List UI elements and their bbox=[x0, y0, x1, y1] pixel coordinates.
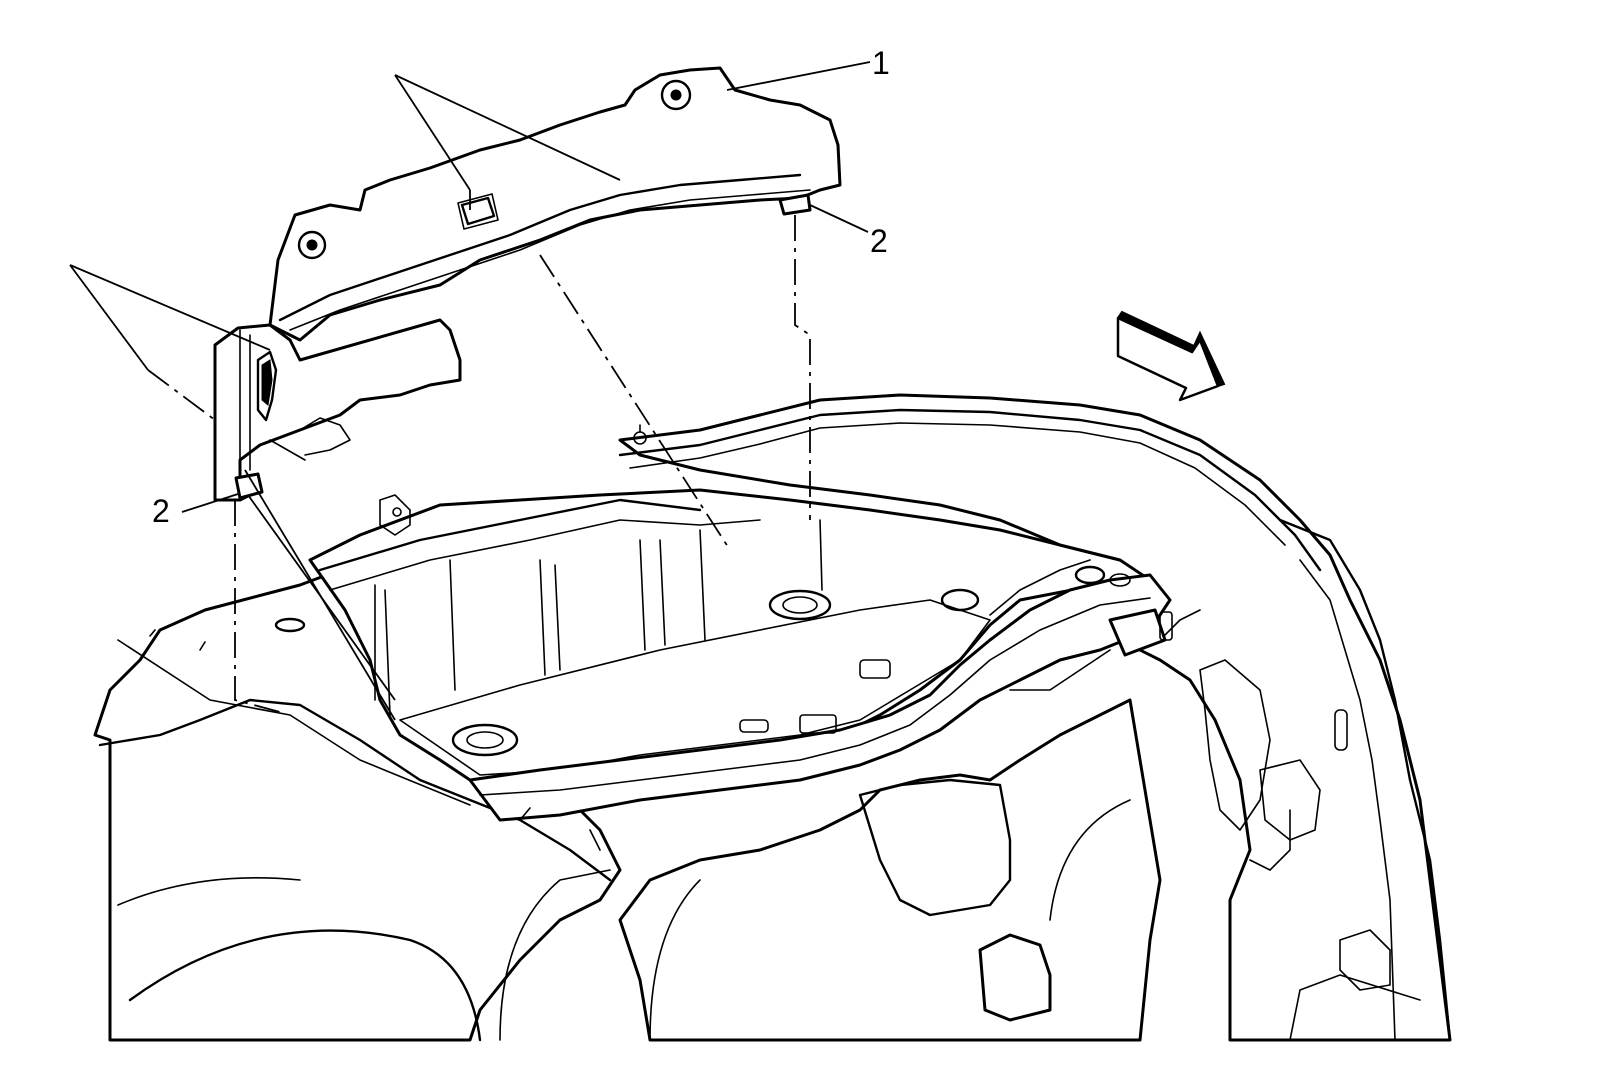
callout-label-1: 1 bbox=[872, 45, 890, 81]
assembly-center-lines bbox=[69, 74, 811, 721]
callout-leaders bbox=[181, 61, 871, 513]
rear-shelf-panel-part-1 bbox=[213, 66, 842, 502]
forward-arrow-icon bbox=[1116, 310, 1226, 402]
vehicle-body bbox=[93, 393, 1452, 1042]
callout-label-2-left: 2 bbox=[152, 493, 170, 529]
callout-label-2-right: 2 bbox=[870, 223, 888, 259]
